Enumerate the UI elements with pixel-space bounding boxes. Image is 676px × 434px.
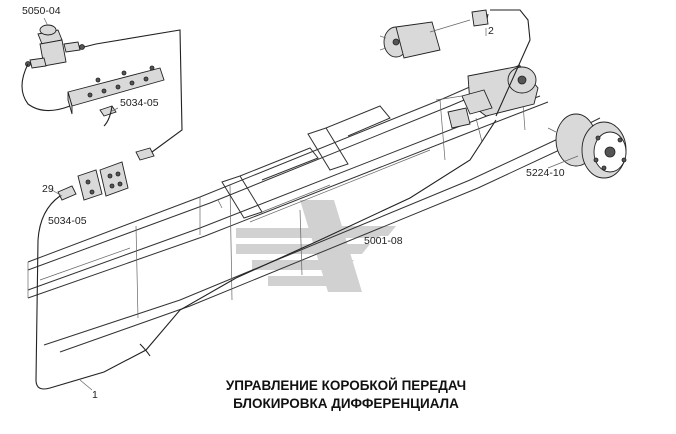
gearbox-shift-cylinder (379, 21, 441, 59)
diagram-title-line1: УПРАВЛЕНИЕ КОРОБКОЙ ПЕРЕДАЧ (226, 378, 466, 393)
callout-5050-04: 5050-04 (22, 5, 61, 17)
leader-lines (43, 17, 579, 391)
diagram-title-line2: БЛОКИРОВКА ДИФФЕРЕНЦИАЛА (233, 396, 459, 411)
callout-5034-05-top: 5034-05 (120, 97, 159, 109)
connector-block (67, 65, 165, 115)
cross-member (217, 105, 391, 219)
callout-5224-10: 5224-10 (526, 167, 565, 179)
transmission-assembly (435, 65, 539, 143)
callout-2: 2 (488, 25, 494, 37)
wiring-harness (21, 9, 531, 390)
callout-5001-08: 5001-08 (364, 235, 403, 247)
callout-1: 1 (92, 389, 98, 401)
valve-5050-04 (25, 24, 85, 69)
switch-plates (77, 161, 129, 201)
actuator-5224-10 (547, 113, 627, 179)
callout-5034-05-bottom: 5034-05 (48, 215, 87, 227)
callout-29: 29 (42, 183, 54, 195)
